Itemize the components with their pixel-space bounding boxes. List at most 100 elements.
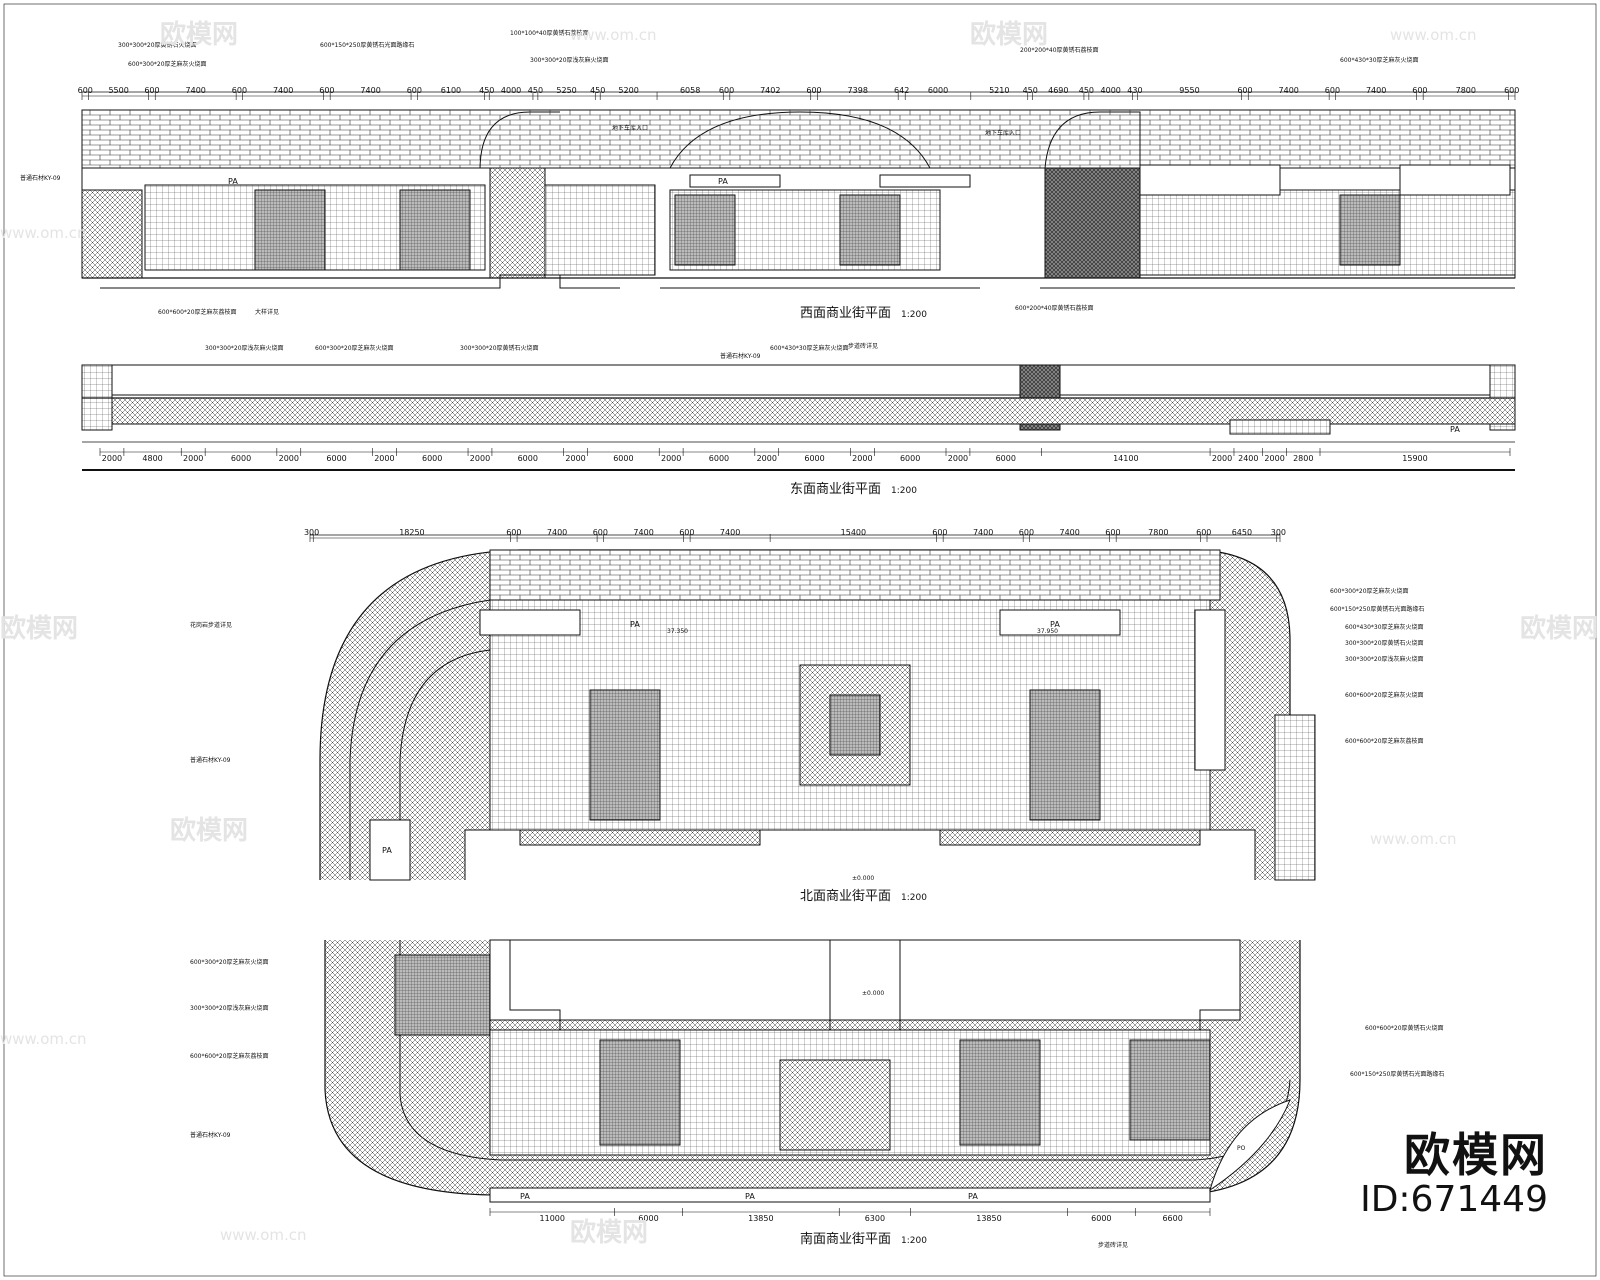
- dimension-value: 6000: [638, 1214, 658, 1223]
- dimension-value: 2000: [102, 454, 122, 463]
- dimension-value: 2000: [470, 454, 490, 463]
- dimension-value: 7400: [973, 528, 993, 537]
- dimension-value: 430: [1127, 86, 1142, 95]
- north-note-9: 花岗岩步道详见: [190, 621, 232, 629]
- dimension-value: 600: [506, 528, 521, 537]
- north-label-pa-1: PA: [630, 620, 640, 629]
- south-level-0: ±0.000: [862, 990, 884, 997]
- north-level-0: ±0.000: [852, 875, 874, 882]
- west-note-8: 200*200*40厚黄锈石荔枝面: [1020, 46, 1099, 54]
- dimension-value: 600: [679, 528, 694, 537]
- dimension-value: 7400: [633, 528, 653, 537]
- dimension-value: 642: [894, 86, 909, 95]
- dimension-value: 9550: [1179, 86, 1199, 95]
- east-note-3: 300*300*20厚黄锈石火烧面: [460, 344, 539, 352]
- north-note-2: 600*150*250厚黄锈石光面路缘石: [1330, 605, 1424, 613]
- dimension-value: 15400: [841, 528, 866, 537]
- dimension-value: 450: [479, 86, 494, 95]
- dimension-value: 600: [1504, 86, 1519, 95]
- dimension-value: 6000: [326, 454, 346, 463]
- dimension-value: 7402: [760, 86, 780, 95]
- dimension-value: 600: [78, 86, 93, 95]
- dimension-value: 600: [1105, 528, 1120, 537]
- dimension-value: 7400: [1366, 86, 1386, 95]
- dimension-value: 6600: [1162, 1214, 1182, 1223]
- east-note-6: 步道砖详见: [848, 342, 878, 350]
- dimension-value: 600: [932, 528, 947, 537]
- south-label-pa-2: PA: [745, 1192, 755, 1201]
- west-label-pa-1: PA: [228, 177, 238, 186]
- dimension-value: 6058: [680, 86, 700, 95]
- dimension-value: 6000: [613, 454, 633, 463]
- north-label-pa-3: PA: [382, 846, 392, 855]
- dimension-value: 600: [806, 86, 821, 95]
- dimension-value: 2000: [661, 454, 681, 463]
- dimension-value: 5250: [556, 86, 576, 95]
- dimension-value: 18250: [399, 528, 424, 537]
- dimension-value: 6000: [1091, 1214, 1111, 1223]
- dimension-value: 600: [1412, 86, 1427, 95]
- north-note-7: 600*600*20厚芝麻灰荔枝面: [1345, 737, 1424, 745]
- dimension-value: 14100: [1113, 454, 1138, 463]
- south-label-po: PO: [1237, 1145, 1246, 1152]
- west-note-6: 600*600*20厚芝麻灰荔枝面: [158, 308, 237, 316]
- dimension-value: 2000: [1212, 454, 1232, 463]
- dimension-value: 450: [528, 86, 543, 95]
- dimension-value: 6000: [804, 454, 824, 463]
- dimension-value: 300: [304, 528, 319, 537]
- east-title-text: 东面商业街平面: [790, 482, 882, 497]
- dimension-value: 600: [1019, 528, 1034, 537]
- north-plan: 300 18250 600 7400 600 7400 600 7400 15400 600 740…: [190, 528, 1424, 882]
- south-title-text: 南面商业街平面: [800, 1232, 892, 1247]
- dimension-value: 5500: [108, 86, 128, 95]
- dimension-value: 2000: [948, 454, 968, 463]
- north-title-text: 北面商业街平面: [800, 889, 892, 904]
- dimension-value: 600: [232, 86, 247, 95]
- dimension-value: 4000: [1101, 86, 1121, 95]
- dimension-value: 600: [407, 86, 422, 95]
- south-note-5: 600*150*250厚黄锈石光面路缘石: [1350, 1070, 1444, 1078]
- north-scale: 1:200: [901, 893, 927, 903]
- east-note-1: 300*300*20厚浅灰麻火烧面: [205, 344, 284, 352]
- west-note-5: 300*300*20厚浅灰麻火烧面: [530, 56, 609, 64]
- dimension-value: 6100: [441, 86, 461, 95]
- north-note-8: 普通石材KY-09: [190, 756, 231, 764]
- dimension-value: 300: [1271, 528, 1286, 537]
- dimension-value: 4800: [142, 454, 162, 463]
- dimension-value: 2400: [1238, 454, 1258, 463]
- south-plan: PA PA PA ±0.000 PO 600*300*20厚芝麻灰火烧面 600…: [190, 939, 1444, 1249]
- dimension-value: 600: [593, 528, 608, 537]
- east-label-pa: PA: [1450, 425, 1460, 434]
- north-note-6: 600*600*20厚芝麻灰火烧面: [1345, 691, 1424, 699]
- dimension-value: 2000: [1264, 454, 1284, 463]
- dimension-value: 6000: [422, 454, 442, 463]
- dimension-value: 6000: [928, 86, 948, 95]
- north-dimension-line: 300 18250 600 7400 600 7400 600 7400 15400 600 740…: [304, 528, 1286, 542]
- dimension-value: 7400: [720, 528, 740, 537]
- north-label-pa-2: PA: [1050, 620, 1060, 629]
- brand-badge: 欧模网 ID:671449: [1360, 1130, 1548, 1220]
- dimension-value: 2000: [565, 454, 585, 463]
- dimension-value: 7400: [1059, 528, 1079, 537]
- east-note-4: 600*430*30厚芝麻灰火烧面: [770, 344, 849, 352]
- dimension-value: 15900: [1402, 454, 1427, 463]
- south-label-pa-3: PA: [968, 1192, 978, 1201]
- west-note-9: 600*200*40厚黄锈石荔枝面: [1015, 304, 1094, 312]
- dimension-value: 7400: [1279, 86, 1299, 95]
- east-plan: 2000 4800 2000 6000 2000 6000 2000 6000 2000 6000…: [81, 342, 1516, 471]
- west-note-2: 600*300*20厚芝麻灰火烧面: [128, 60, 207, 68]
- west-note-11: 普通石材KY-09: [20, 174, 61, 182]
- south-note-3: 300*300*20厚浅灰麻火烧面: [190, 1004, 269, 1012]
- dimension-value: 2800: [1293, 454, 1313, 463]
- dimension-value: 600: [719, 86, 734, 95]
- dimension-value: 6000: [709, 454, 729, 463]
- dimension-value: 600: [1325, 86, 1340, 95]
- dimension-value: 6450: [1232, 528, 1252, 537]
- dimension-value: 7400: [547, 528, 567, 537]
